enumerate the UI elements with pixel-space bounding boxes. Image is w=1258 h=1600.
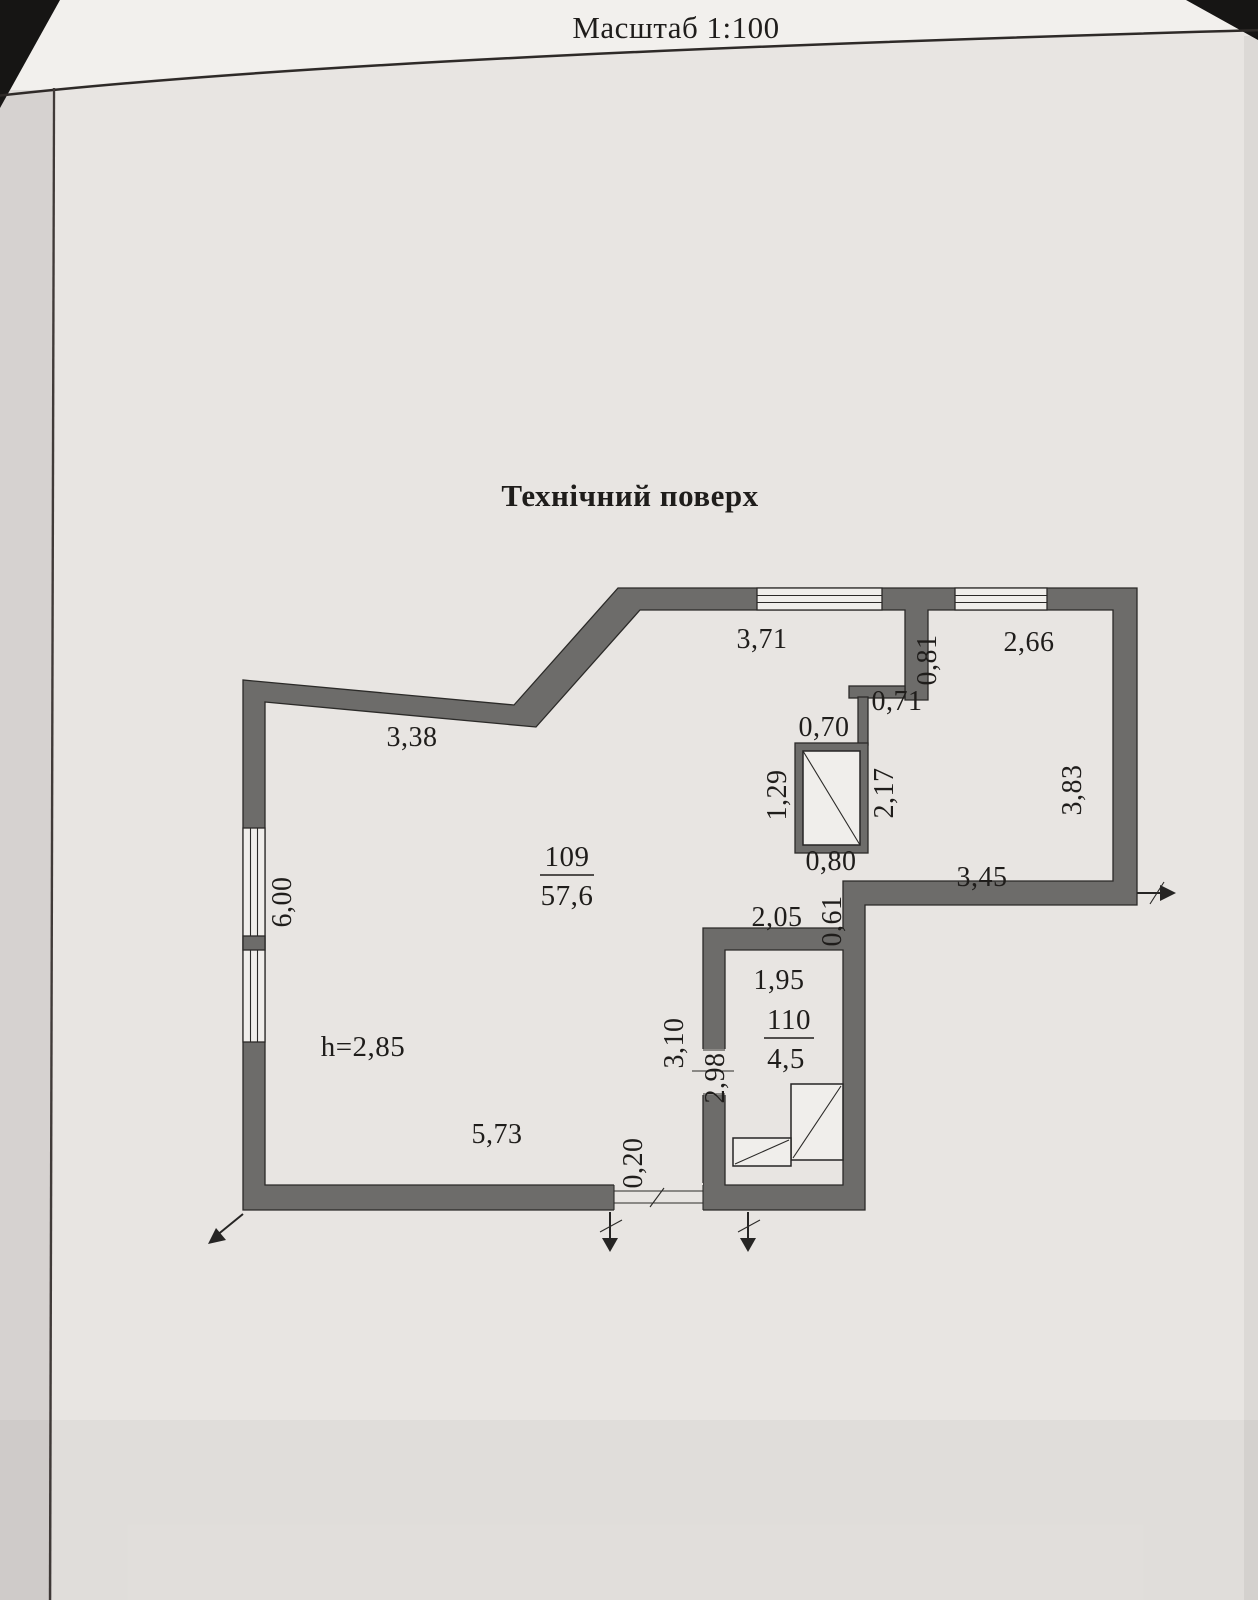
dim-duct-right: 2,17 — [869, 768, 900, 819]
door-opening-bottom — [613, 1183, 704, 1212]
page-left-shade — [0, 90, 52, 1600]
section-arrow-r-tick — [1149, 881, 1165, 905]
scale-label: Масштаб 1:100 — [572, 10, 779, 45]
shaft-room110-wide — [732, 1137, 792, 1167]
shaft-tall-diagonal — [792, 1085, 842, 1159]
window-left-mullion — [242, 935, 266, 951]
page-left-edge-line — [48, 87, 56, 1600]
room109-number: 109 — [545, 841, 590, 873]
window-top-1 — [756, 587, 883, 611]
dim-room110-outer: 3,10 — [659, 1018, 690, 1069]
dim-duct-bottom: 0,80 — [806, 846, 857, 877]
door-bottom-tick — [649, 1187, 665, 1208]
dim-passage-offset: 0,61 — [817, 896, 848, 947]
window-left — [242, 827, 266, 1043]
ceiling-height-label: h=2,85 — [321, 1031, 406, 1063]
section-arrow-right — [1137, 881, 1176, 905]
shaft-wide-diagonal — [734, 1139, 790, 1165]
section-arrow-b2-head — [740, 1238, 756, 1252]
vent-duct-diagonal — [802, 750, 861, 846]
duct-connector-wall — [857, 696, 869, 746]
window-top-2 — [954, 587, 1048, 611]
section-arrow-b1-tick — [599, 1219, 623, 1233]
dim-right-wall: 3,83 — [1057, 765, 1088, 816]
section-arrow-bottom-1 — [599, 1212, 623, 1252]
door-opening-room110 — [692, 1049, 734, 1095]
section-arrow-bl-line — [215, 1213, 244, 1237]
walls — [242, 587, 1138, 1211]
section-arrow-bl-head — [208, 1228, 226, 1244]
page-curl-line — [0, 28, 1258, 97]
dim-door-pier: 0,20 — [618, 1138, 649, 1189]
window-top-2-frame — [954, 587, 1048, 611]
dim-passage-width: 2,05 — [752, 902, 803, 933]
dim-corridor: 3,45 — [957, 862, 1008, 893]
dim-duct-width: 0,70 — [799, 712, 850, 743]
plan-title: Технічний поверх — [501, 478, 758, 513]
dim-top-left-wall: 3,38 — [387, 722, 438, 753]
door-110-gap — [702, 1049, 726, 1095]
window-top-1-frame — [756, 587, 883, 611]
section-arrow-bottom-2 — [737, 1212, 761, 1252]
dim-duct-left: 1,29 — [762, 770, 793, 821]
dim-pier: 0,81 — [912, 635, 943, 686]
dim-niche: 0,71 — [872, 686, 923, 717]
dim-top-right-wall: 2,66 — [1004, 627, 1055, 658]
room110-number: 110 — [767, 1004, 811, 1036]
room110-area: 4,5 — [767, 1043, 805, 1075]
room109-area: 57,6 — [541, 880, 594, 912]
dim-bottom-wall: 5,73 — [472, 1119, 523, 1150]
backdrop-corner-top-left — [0, 0, 60, 108]
right-edge-shade — [1244, 36, 1258, 1600]
section-arrow-b2-tick — [737, 1219, 761, 1233]
window-left-frame — [242, 827, 266, 1043]
floor-plan: 3,71 2,66 0,81 0,71 0,70 1,29 2,17 0,80 … — [208, 587, 1176, 1252]
dim-room110-inner: 2,98 — [700, 1053, 731, 1104]
shaft-room110-tall — [790, 1083, 844, 1161]
niche-wall — [848, 685, 906, 699]
section-arrow-bottom-left — [208, 1213, 244, 1244]
door-opening-bottom-gap — [614, 1183, 703, 1212]
section-arrow-r-head — [1160, 885, 1176, 901]
dim-left-wall: 6,00 — [267, 877, 298, 928]
dim-room110-width: 1,95 — [754, 965, 805, 996]
dim-top-wall: 3,71 — [737, 624, 788, 655]
page-top-strip — [0, 0, 1258, 94]
section-arrow-b1-head — [602, 1238, 618, 1252]
bottom-vignette — [0, 1420, 1258, 1600]
